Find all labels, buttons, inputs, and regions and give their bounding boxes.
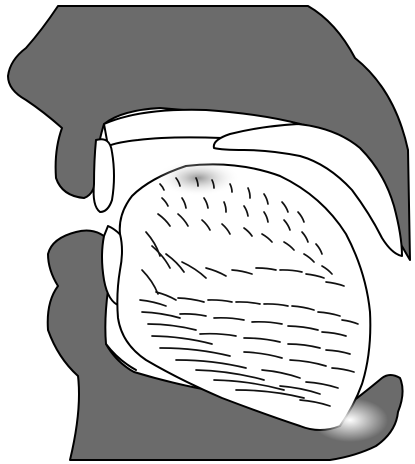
- tongue-shade: [156, 160, 240, 196]
- upper-teeth-icon: [94, 139, 114, 212]
